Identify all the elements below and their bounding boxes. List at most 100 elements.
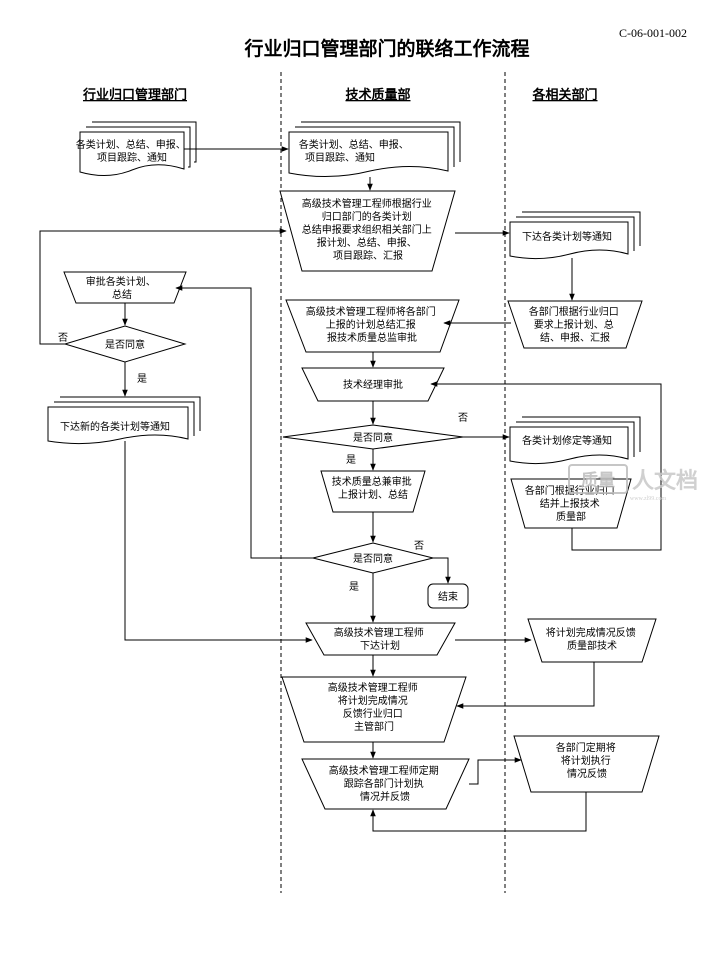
node-n8-line-1: 技术经理审批 <box>343 378 403 391</box>
node-n3-line-2: 归口部门的各类计划 <box>322 210 412 223</box>
node-n16-line-1: 高级技术管理工程师定期 <box>329 764 439 777</box>
edge-n16-n17 <box>469 757 522 785</box>
node-n16-text: 高级技术管理工程师定期 跟踪各部门计划执 情况并反馈 <box>329 764 442 803</box>
node-n6-line-1: 高级技术管理工程师将各部门 <box>306 305 436 318</box>
node-n6-text: 高级技术管理工程师将各部门 上报的计划总结汇报 报技术质量总监审批 <box>306 305 439 344</box>
node-d3-line-1: 是否同意 <box>353 552 393 565</box>
node-end-line-1: 结束 <box>438 590 458 603</box>
node-n15-line-4: 主管部门 <box>354 720 394 733</box>
node-n12-trapezoid <box>510 478 632 529</box>
node-n16-trapezoid <box>301 758 470 810</box>
doc-code: C-06-001-002 <box>619 26 687 40</box>
node-n3-line-5: 项目跟踪、汇报 <box>333 249 403 262</box>
node-n1-multidoc <box>79 121 197 176</box>
node-d1-text: 是否同意 <box>105 338 145 351</box>
node-n11-line-1: 技术质量总兼审批 <box>332 475 412 488</box>
node-n1-line-1: 各类计划、总结、申报、 <box>76 138 186 151</box>
edge-n17-loop-to-n16 <box>370 792 587 832</box>
node-n7-line-3: 结、申报、汇报 <box>540 331 610 344</box>
node-n17-line-1: 各部门定期将 <box>556 741 616 754</box>
node-end-text: 结束 <box>438 590 458 603</box>
node-n14-text: 将计划完成情况反馈 质量部技术 <box>546 626 639 652</box>
node-n13-line-2: 下达计划 <box>360 639 400 652</box>
node-n5-text: 审批各类计划、 总结 <box>86 275 159 301</box>
node-end-terminator <box>427 583 469 609</box>
node-n6-line-2: 上报的计划总结汇报 <box>326 318 416 331</box>
node-n14-line-1: 将计划完成情况反馈 <box>546 626 636 639</box>
node-n3-line-1: 高级技术管理工程师根据行业 <box>302 197 432 210</box>
node-n5-trapezoid <box>63 271 187 304</box>
node-n11-line-2: 上报计划、总结 <box>338 488 408 501</box>
node-n7-text: 各部门根据行业归口 要求上报计划、总 结、申报、汇报 <box>529 305 622 344</box>
node-n17-line-3: 情况反馈 <box>567 767 607 780</box>
node-d1-line-1: 是否同意 <box>105 338 145 351</box>
node-n15-text: 高级技术管理工程师 将计划完成情况 反馈行业归口 主管部门 <box>328 681 421 733</box>
node-n6-trapezoid <box>285 299 460 353</box>
node-n14-trapezoid <box>527 618 657 663</box>
node-n13-text: 高级技术管理工程师 下达计划 <box>334 626 427 652</box>
lane-right-header: 各相关部门 <box>531 87 597 102</box>
edge-label-no-2: 否 <box>458 412 468 424</box>
lane-left-header: 行业归口管理部门 <box>82 87 187 102</box>
node-n2-text: 各类计划、总结、申报、 项目跟踪、通知 <box>299 138 412 164</box>
lane-middle-header: 技术质量部 <box>345 87 410 102</box>
node-n11-text: 技术质量总兼审批 上报计划、总结 <box>332 475 415 501</box>
node-n11-trapezoid <box>320 470 426 513</box>
node-n17-trapezoid <box>513 735 660 793</box>
node-n10-text: 各类计划修定等通知 <box>522 434 612 447</box>
node-n2-line-2: 项目跟踪、通知 <box>305 151 375 164</box>
node-n10-line-1: 各类计划修定等通知 <box>522 434 612 447</box>
node-n17-text: 各部门定期将 将计划执行 情况反馈 <box>556 741 619 780</box>
node-n9-text: 下达新的各类计划等通知 <box>60 420 170 433</box>
node-n8-text: 技术经理审批 <box>343 378 403 391</box>
edge-label-yes-3: 是 <box>349 581 359 593</box>
node-n3-line-3: 总结申报要求组织相关部门上 <box>302 223 432 236</box>
node-n12-line-2: 结并上报技术 <box>540 497 600 510</box>
node-n9-multidoc <box>47 396 201 445</box>
node-d2-line-1: 是否同意 <box>353 431 393 444</box>
edge-label-yes-1: 是 <box>137 373 147 385</box>
node-n4-multidoc <box>509 211 641 260</box>
node-n16-line-2: 跟踪各部门计划执 <box>344 777 424 790</box>
node-n15-line-2: 将计划完成情况 <box>338 694 408 707</box>
node-n10-multidoc <box>509 416 641 465</box>
node-n6-line-3: 报技术质量总监审批 <box>327 331 417 344</box>
node-n13-trapezoid <box>305 622 456 656</box>
node-n4-line-1: 下达各类计划等通知 <box>522 230 612 243</box>
node-n7-line-1: 各部门根据行业归口 <box>529 305 619 318</box>
node-n14-line-2: 质量部技术 <box>567 639 617 652</box>
node-n1-line-2: 项目跟踪、通知 <box>97 151 167 164</box>
node-n5-line-2: 总结 <box>112 288 132 301</box>
node-n7-trapezoid <box>507 300 643 349</box>
edge-n14-n15 <box>456 662 595 709</box>
node-n3-text: 高级技术管理工程师根据行业 归口部门的各类计划 总结申报要求组织相关部门上 报计… <box>302 197 435 262</box>
watermark-url: www.zl99.com <box>630 496 667 502</box>
node-n1-text: 各类计划、总结、申报、 项目跟踪、通知 <box>76 138 189 164</box>
edge-label-no-1: 否 <box>58 332 68 344</box>
node-n5-line-1: 审批各类计划、 <box>86 275 156 288</box>
edge-d1-n3-no <box>39 228 287 345</box>
watermark-brand: 人文档 <box>632 468 698 493</box>
node-n15-line-1: 高级技术管理工程师 <box>328 681 418 694</box>
node-n15-line-3: 反馈行业归口 <box>343 707 403 720</box>
node-n2-line-1: 各类计划、总结、申报、 <box>299 138 409 151</box>
edge-n12-loop-to-n8 <box>430 381 662 551</box>
edge-d3-end-no <box>433 557 451 584</box>
node-n8-trapezoid <box>301 367 445 402</box>
node-n13-line-1: 高级技术管理工程师 <box>334 626 424 639</box>
node-n4-text: 下达各类计划等通知 <box>522 230 612 243</box>
node-n7-line-2: 要求上报计划、总 <box>534 318 614 331</box>
page-title: 行业归口管理部门的联络工作流程 <box>243 37 529 60</box>
edge-label-no-3: 否 <box>414 540 424 552</box>
watermark-badge <box>568 464 628 494</box>
node-n16-line-3: 情况并反馈 <box>360 790 410 803</box>
watermark: 质量 人文档 www.zl99.com <box>568 464 698 502</box>
node-n15-trapezoid <box>281 676 467 743</box>
node-n3-line-4: 报计划、总结、申报、 <box>317 236 417 249</box>
node-n2-multidoc <box>288 121 461 178</box>
edge-n9-n13 <box>124 441 313 643</box>
edge-d3-n5-no <box>175 285 313 559</box>
node-n9-line-1: 下达新的各类计划等通知 <box>60 420 170 433</box>
edge-label-yes-2: 是 <box>346 454 356 466</box>
